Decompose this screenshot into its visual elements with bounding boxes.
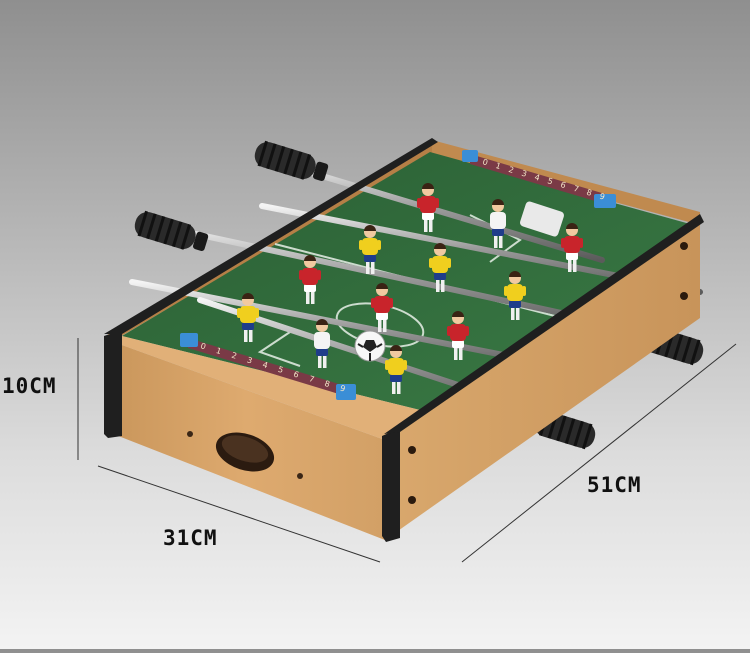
- front-score-digit: 0: [199, 341, 207, 351]
- front-score-digit: 9: [339, 384, 347, 394]
- far-goal: [520, 201, 564, 237]
- front-score-digit: 7: [308, 374, 316, 384]
- player-figure: [561, 223, 583, 272]
- back-score-digit: 0: [481, 157, 489, 167]
- front-score-digit: 8: [323, 379, 331, 389]
- height-dimension-label: 10CM: [2, 374, 57, 398]
- side-screws: [408, 242, 688, 504]
- front-score-digit: 2: [230, 351, 238, 361]
- player-figure: [359, 225, 381, 274]
- back-score-digit: 2: [507, 165, 515, 175]
- near-side-wall: [385, 222, 700, 540]
- soccer-ball: [354, 330, 386, 362]
- back-score-digit: 3: [520, 169, 528, 179]
- front-score-digit: 1: [215, 346, 223, 356]
- players: [237, 183, 583, 394]
- player-figure: [385, 345, 407, 394]
- front-score-digit: 6: [292, 370, 300, 380]
- player-figure: [504, 271, 526, 320]
- length-dimension-line: [461, 343, 737, 563]
- player-figure: [429, 243, 451, 292]
- back-score-digit: 1: [494, 161, 502, 171]
- player-figure: [314, 319, 330, 368]
- back-score-digit: 7: [572, 184, 580, 194]
- width-dimension-line: [97, 465, 381, 563]
- back-score-digit: 6: [559, 180, 567, 190]
- player-figure: [371, 283, 393, 332]
- rod-handle-icon: [254, 140, 329, 181]
- front-goal-slot: [215, 432, 275, 472]
- back-score-digit: 9: [598, 192, 606, 202]
- player-figure: [447, 311, 469, 360]
- back-score-digit: 4: [533, 173, 541, 183]
- front-wall-rim: [108, 332, 420, 440]
- length-dimension-label: 51CM: [587, 473, 642, 497]
- player-figure: [417, 183, 439, 232]
- width-dimension-label: 31CM: [163, 526, 218, 550]
- edge-guards: [104, 138, 704, 542]
- back-score-digit: 8: [585, 188, 593, 198]
- player-figure: [490, 199, 506, 248]
- front-score-digit: 4: [261, 360, 269, 370]
- player-rod: [137, 219, 643, 333]
- front-score-digit: 3: [246, 355, 254, 365]
- front-score-digit: 5: [277, 365, 285, 375]
- back-score-digit: 5: [546, 176, 554, 186]
- rod-handle-icon: [134, 210, 209, 251]
- player-figure: [299, 255, 321, 304]
- player-figure: [237, 293, 259, 342]
- front-screws: [187, 431, 303, 479]
